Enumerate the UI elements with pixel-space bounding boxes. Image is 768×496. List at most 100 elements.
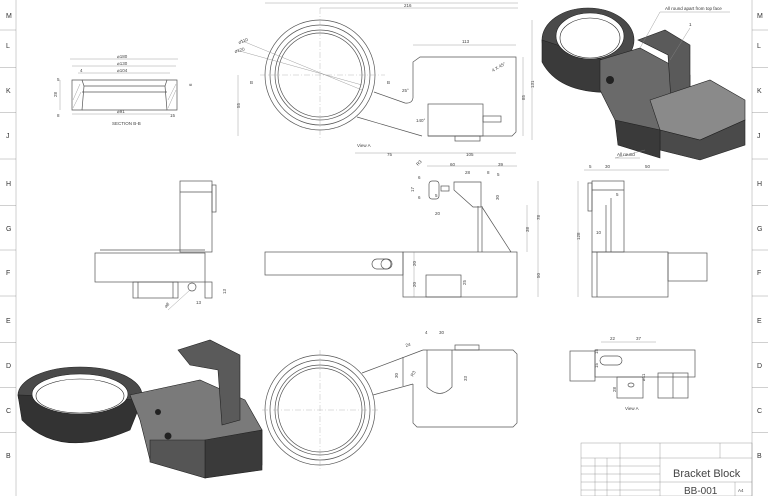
front-dimension-label: 20 — [412, 260, 417, 266]
bottom-dimension-label: 30 — [439, 330, 445, 335]
front-dimension-label: 30 — [495, 194, 500, 200]
front-dimension-label: 38 — [525, 226, 530, 232]
zone-label: J — [6, 133, 10, 140]
section-bb-dimension-label: ⌀130 — [117, 61, 128, 66]
bottom-view — [262, 344, 518, 470]
front-dimension-label: 5 — [497, 172, 500, 177]
section-bb-dimension-label: 6 — [188, 83, 193, 86]
weld-note-top: All round apart from top face — [665, 6, 722, 11]
section-bb-dimension-label: 28 — [53, 91, 58, 97]
zone-label: J — [757, 133, 761, 140]
top-dimension-label: 140° — [416, 118, 426, 123]
front-dimension-label: 60 — [450, 162, 456, 167]
top-dimension-label: 25° — [402, 88, 409, 93]
zone-label: M — [757, 13, 763, 20]
section-bb-dimension-label: ⌀91 — [117, 109, 125, 114]
section-bb-dimension-label: 15 — [170, 113, 176, 118]
bottom-dimension-label: 24 — [405, 342, 412, 348]
bottom-dimension-label: 30 — [394, 372, 399, 378]
front-dimension-label: R3 — [415, 159, 423, 167]
top-dimension-label: 216 — [404, 3, 412, 8]
top-dimension-label: 55 — [236, 102, 241, 108]
left-dimension-label: 13 — [196, 300, 202, 305]
bottom-dimension-label: 33 — [463, 375, 468, 381]
front-dimension-label: 6 — [418, 195, 421, 200]
front-view — [264, 165, 539, 298]
zone-label: H — [6, 181, 11, 188]
front-dimension-label: 20 — [412, 281, 417, 287]
zone-label: L — [757, 43, 761, 50]
front-dimension-label: 8 — [487, 170, 490, 175]
zone-label: C — [757, 408, 762, 415]
zone-label: F — [6, 270, 10, 277]
front-dimension-label: 25 — [462, 279, 467, 285]
left-side-view — [94, 180, 217, 311]
right-dimension-label: 5 — [589, 164, 592, 169]
right-side-view — [577, 169, 708, 298]
front-dimension-label: 20 — [435, 211, 441, 216]
zone-label: K — [6, 88, 11, 95]
drawing-number: BB-001 — [684, 486, 718, 496]
view-a-caption: View A — [625, 406, 639, 411]
section-bb-dimension-label: 8 — [57, 113, 60, 118]
zone-label: D — [757, 363, 762, 370]
dimension-labels: ⌀180 ⌀130 ⌀104 4 5 28 6 8 ⌀91 15 216 113 ⌀110⌀120 25°… — [53, 3, 651, 392]
view-a-dimension-label: ⌀11 — [641, 373, 646, 381]
right-dimension-label: 50 — [645, 164, 651, 169]
zone-label: M — [6, 13, 12, 20]
zone-label: E — [6, 318, 11, 325]
bottom-dimension-label: R3 — [410, 370, 417, 378]
drawing-title: Bracket Block — [673, 468, 741, 480]
zone-label: F — [757, 270, 761, 277]
front-dimension-label: 78 — [536, 214, 541, 220]
weld-symbol: 1 — [689, 22, 692, 27]
section-bb-dimension-label: ⌀180 — [117, 54, 128, 59]
left-dimension-label: 13 — [222, 288, 227, 294]
zone-label: B — [757, 453, 762, 460]
section-bb-dimension-label: 4 — [80, 68, 83, 73]
top-dimension-label: ⌀120 — [234, 46, 246, 54]
zone-label: K — [757, 88, 762, 95]
top-dimension-label: 113 — [462, 39, 470, 44]
left-dimension-label: ⌀8 — [163, 301, 171, 309]
section-bb-dimension-label: 5 — [57, 77, 60, 82]
zone-label: H — [757, 181, 762, 188]
top-dimension-label: 75 — [387, 152, 393, 157]
top-dimension-label: 105 — [466, 152, 474, 157]
right-dimension-label: 128 — [576, 232, 581, 240]
zone-label: B — [6, 453, 11, 460]
top-dimension-label: ⌀110 — [238, 37, 249, 45]
section-bb-dimension-label: ⌀104 — [117, 68, 128, 73]
front-dimension-label: 5 — [435, 193, 438, 198]
top-view — [235, 2, 533, 154]
zone-label: D — [6, 363, 11, 370]
section-bb-view — [59, 58, 178, 115]
front-dimension-label: 28 — [465, 170, 471, 175]
right-dimension-label: 30 — [605, 164, 611, 169]
weld-note-bottom: All round — [617, 152, 635, 157]
top-dimension-label: 131 — [530, 80, 535, 88]
view-a-dimension-label: 22 — [610, 336, 616, 341]
view-a-dimension-label: 37 — [636, 336, 642, 341]
zone-label: C — [6, 408, 11, 415]
view-a-dimension-label: 15 — [594, 348, 599, 354]
view-a — [569, 341, 696, 399]
right-dimension-label: 10 — [596, 230, 602, 235]
view-a-dimension-label: 15 — [594, 362, 599, 368]
front-dimension-label: 6 — [418, 175, 421, 180]
section-mark-left: B — [250, 80, 253, 85]
right-dimension-label: 5 — [616, 192, 619, 197]
top-view-a-arrow-label: View A — [357, 143, 371, 148]
front-dimension-label: 17 — [410, 186, 415, 192]
top-dimension-label: 4 X 45° — [491, 61, 506, 73]
title-block — [580, 442, 753, 496]
front-dimension-label: 39 — [498, 162, 504, 167]
zone-label: L — [6, 43, 10, 50]
isometric-view-top — [541, 7, 746, 161]
section-bb-caption: SECTION B-B — [112, 121, 141, 126]
top-dimension-label: 85 — [521, 94, 526, 100]
zone-label: E — [757, 318, 762, 325]
